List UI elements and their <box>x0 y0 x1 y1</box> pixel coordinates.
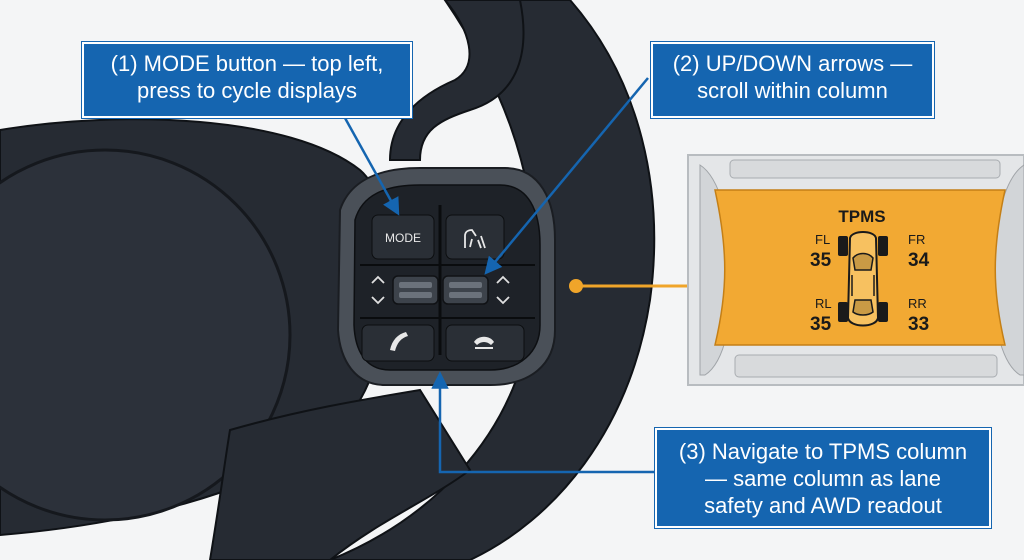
callout-tpms-line-3: safety and AWD readout <box>704 493 942 518</box>
right-up-down-arrows[interactable] <box>496 275 510 305</box>
display-connector-dot <box>569 279 583 293</box>
mode-button-label: MODE <box>385 231 421 245</box>
wheel-lower-spoke <box>208 388 472 560</box>
callout-mode-arrow <box>343 117 400 216</box>
right-rocker-button[interactable] <box>442 275 489 305</box>
rr-value: 33 <box>908 314 929 335</box>
wheel-top-spoke <box>388 0 525 161</box>
mode-button[interactable] <box>371 214 435 260</box>
rl-value: 35 <box>810 314 832 335</box>
callout-up-down-arrows: (2) UP/DOWN arrows — scroll within colum… <box>651 42 934 118</box>
callout-tpms-line-2: — same column as lane <box>705 466 941 491</box>
callout-arrows-line-2: scroll within column <box>697 78 888 103</box>
rr-label: RR <box>908 296 927 311</box>
chevron-down-icon[interactable] <box>496 296 510 305</box>
fl-value: 35 <box>810 250 832 271</box>
left-rocker-ridge-top <box>399 282 432 288</box>
callout-arrows-arrow <box>484 77 649 275</box>
phone-hangup-button[interactable] <box>445 324 525 362</box>
right-rocker-ridge-top <box>449 282 482 288</box>
fl-label: FL <box>815 232 830 247</box>
left-rocker-ridge-bottom <box>399 292 432 298</box>
chevron-up-icon[interactable] <box>371 275 385 284</box>
fr-label: FR <box>908 232 925 247</box>
phone-hangup-icon <box>474 336 494 349</box>
driver-assist-icon <box>464 229 486 249</box>
rl-label: RL <box>815 296 832 311</box>
car-topview-icon <box>838 231 888 327</box>
phone-answer-icon <box>390 332 408 351</box>
chevron-up-icon[interactable] <box>496 275 510 284</box>
fr-value: 34 <box>908 250 930 271</box>
cluster-bottom-strip <box>734 354 998 378</box>
left-up-down-arrows[interactable] <box>371 275 385 305</box>
cluster-top-strip <box>729 159 1001 179</box>
callout-mode-line-1: (1) MODE button — top left, <box>110 51 384 76</box>
callout-tpms-line-1: (3) Navigate to TPMS column <box>678 439 968 464</box>
airbag-cover <box>0 148 292 522</box>
callout-tpms-arrow <box>431 371 655 474</box>
right-rocker-ridge-bottom <box>449 292 482 298</box>
callout-mode-line-2: press to cycle displays <box>136 78 358 103</box>
chevron-down-icon[interactable] <box>371 296 385 305</box>
left-rocker-button[interactable] <box>392 275 439 305</box>
callout-arrows-line-1: (2) UP/DOWN arrows — <box>672 51 913 76</box>
driver-assist-button[interactable] <box>445 214 505 260</box>
callout-mode-button: (1) MODE button — top left, press to cyc… <box>82 42 412 118</box>
callout-tpms-column: (3) Navigate to TPMS column — same colum… <box>655 428 991 528</box>
tpms-title: TPMS <box>838 207 885 226</box>
